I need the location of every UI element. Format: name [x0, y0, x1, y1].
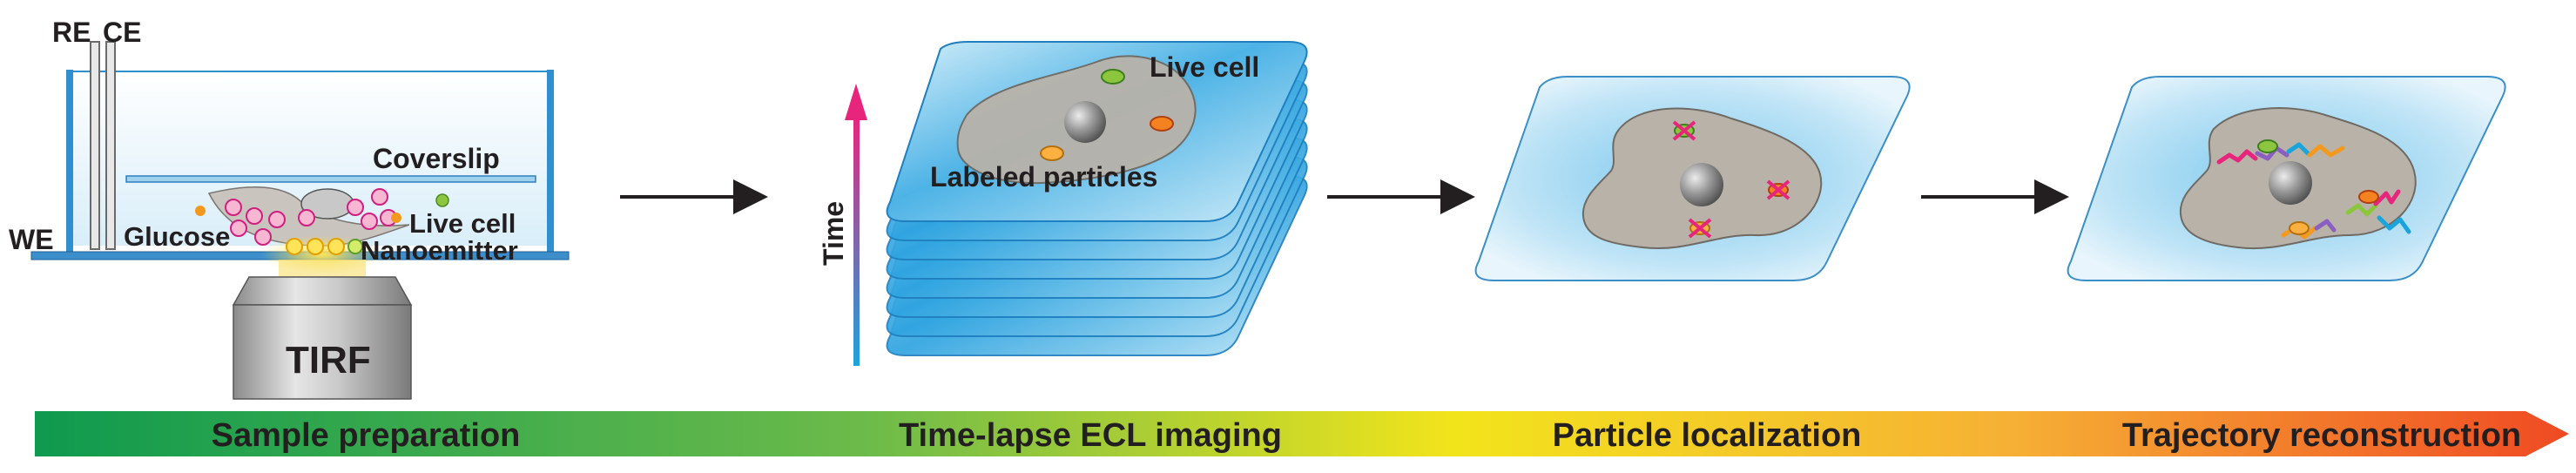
- particle-localization-panel: [1474, 76, 1911, 281]
- localized-particles: [1672, 120, 1790, 239]
- nucleus-trajectory: [2269, 161, 2312, 205]
- sample-preparation-panel: RE CE WE Coverslip Glucose Live cell Nan…: [9, 17, 570, 400]
- labeled-particles-label: Labeled particles: [930, 161, 1157, 193]
- particle-trajectories: [2216, 142, 2411, 240]
- nanoemitters: [286, 238, 363, 255]
- trajectory-particle-green: [2257, 139, 2278, 153]
- stage-trajectory-reconstruction: Trajectory reconstruction: [2122, 417, 2521, 454]
- time-lapse-panel: Time Live cell Labeled particles: [818, 41, 1308, 366]
- trajectory-reconstruction-panel: [2067, 76, 2506, 281]
- reference-electrode: [90, 41, 100, 250]
- nucleus-top: [1064, 101, 1106, 143]
- live-cell-label: Live cell: [409, 208, 516, 239]
- re-label: RE: [52, 17, 91, 48]
- objective-top: [232, 276, 413, 306]
- stage-gradient-arrow: [35, 411, 2569, 456]
- stage-sample-preparation: Sample preparation: [212, 417, 521, 454]
- coverslip-label: Coverslip: [373, 143, 500, 174]
- ce-label: CE: [103, 17, 141, 48]
- nucleus-localized: [1680, 163, 1723, 206]
- stage-bar: Sample preparation Time-lapse ECL imagin…: [35, 411, 2569, 456]
- counter-electrode: [105, 41, 116, 250]
- particle-orange: [1150, 116, 1174, 132]
- trajectory-particle-yellow: [2289, 221, 2310, 235]
- live-cell-marker: [435, 193, 449, 207]
- nanoemitter-label: Nanoemitter: [361, 235, 518, 266]
- live-cell-label-2: Live cell: [1150, 51, 1259, 83]
- glucose-label: Glucose: [124, 221, 230, 252]
- cell-wall-right: [547, 70, 554, 257]
- time-axis-arrowhead: [845, 84, 867, 120]
- stage-particle-localization: Particle localization: [1553, 417, 1862, 454]
- coverslip: [125, 175, 536, 183]
- tirf-objective: [233, 304, 412, 400]
- glucose-molecules: [225, 188, 397, 246]
- stage-time-lapse-imaging: Time-lapse ECL imaging: [899, 417, 1282, 454]
- we-label: WE: [9, 224, 54, 255]
- particle-yellow: [1040, 145, 1064, 161]
- time-axis: [853, 115, 860, 366]
- live-cell-pointer-dot: [391, 213, 401, 223]
- tirf-label: TIRF: [286, 339, 371, 382]
- cell-wall-left: [66, 70, 73, 257]
- trajectory-particle-orange: [2358, 190, 2379, 204]
- glucose-pointer-dot: [195, 206, 206, 216]
- time-label: Time: [818, 201, 849, 266]
- particle-green: [1101, 69, 1125, 84]
